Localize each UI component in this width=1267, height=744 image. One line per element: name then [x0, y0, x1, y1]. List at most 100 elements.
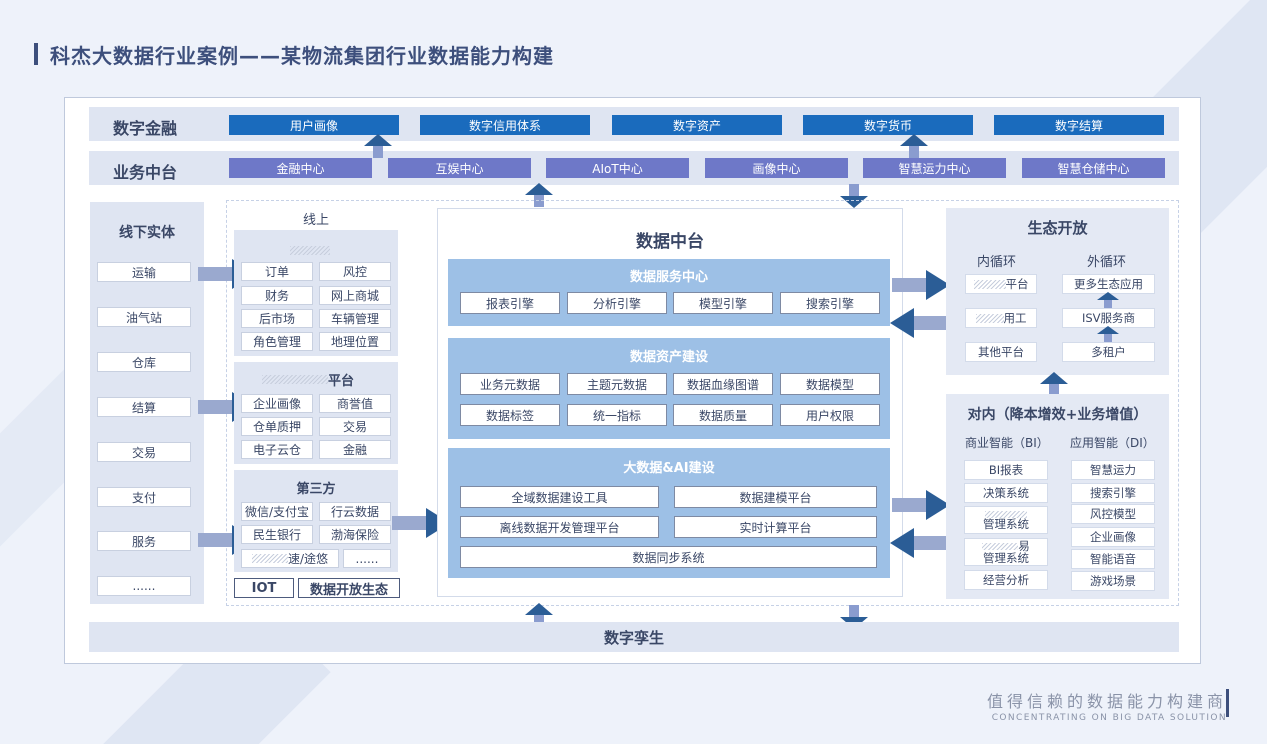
service-item: 分析引擎 — [567, 292, 667, 314]
offline-item: 运输 — [97, 262, 191, 282]
business-center-item: 智慧运力中心 — [863, 158, 1006, 178]
finance-item: 用户画像 — [229, 115, 399, 135]
finance-item: 数字信用体系 — [420, 115, 590, 135]
offline-item: 服务 — [97, 531, 191, 551]
platform-title-row: 平台 — [262, 370, 354, 389]
data-center-title: 数据中台 — [636, 232, 704, 252]
data-asset-section: 数据资产建设 业务元数据 主题元数据 数据血缘图谱 数据模型 数据标签 统一指标… — [448, 338, 890, 439]
business-center-item: 金融中心 — [229, 158, 372, 178]
footer-accent-bar — [1226, 689, 1229, 717]
platform-item: 企业画像 — [241, 394, 313, 413]
online-item: 订单 — [241, 262, 313, 281]
inner-loop-item: 用工 — [965, 308, 1037, 328]
offline-entities-panel: 线下实体 运输 油气站 仓库 结算 交易 支付 服务 ...... — [90, 202, 204, 604]
arrow-up-icon — [1097, 326, 1119, 342]
third-party-title: 第三方 — [296, 482, 336, 497]
online-item: 车辆管理 — [319, 309, 391, 328]
arrow-down-icon — [840, 184, 868, 208]
arrow-right-icon — [892, 490, 950, 520]
third-party-item: 民生银行 — [241, 525, 313, 544]
masked-text — [262, 375, 328, 384]
online-item: 地理位置 — [319, 332, 391, 351]
business-center-item: 互娱中心 — [388, 158, 531, 178]
offline-item: 结算 — [97, 397, 191, 417]
online-item: 风控 — [319, 262, 391, 281]
platform-item: 仓单质押 — [241, 417, 313, 436]
online-title: 线上 — [302, 213, 329, 228]
outer-loop-item: ISV服务商 — [1062, 308, 1155, 328]
finance-item: 数字资产 — [612, 115, 782, 135]
offline-item: 仓库 — [97, 352, 191, 372]
masked-text — [290, 240, 330, 259]
digital-twin-band: 数字孪生 — [89, 622, 1179, 652]
service-item: 模型引擎 — [673, 292, 773, 314]
arrow-right-icon — [892, 270, 950, 300]
bi-item: 易管理系统 — [964, 538, 1048, 566]
online-item: 角色管理 — [241, 332, 313, 351]
arrow-left-icon — [890, 308, 948, 338]
bi-label: 商业智能（BI） — [965, 436, 1049, 450]
bigdata-ai-title: 大数据&AI建设 — [623, 461, 715, 476]
bigdata-item: 数据建模平台 — [674, 486, 877, 508]
platform-item: 电子云仓 — [241, 440, 313, 459]
business-center-item: AIoT中心 — [546, 158, 689, 178]
di-item: 企业画像 — [1071, 527, 1155, 547]
finance-item: 数字结算 — [994, 115, 1164, 135]
masked-text — [251, 554, 288, 563]
arrow-up-icon — [1040, 372, 1068, 396]
digital-twin-label: 数字孪生 — [603, 628, 664, 647]
asset-item: 数据模型 — [780, 373, 880, 395]
di-item: 智慧运力 — [1071, 460, 1155, 480]
asset-item: 数据血缘图谱 — [673, 373, 773, 395]
footer-slogan-cn: 值得信赖的数据能力构建商 — [986, 692, 1227, 711]
arrow-up-icon — [1097, 292, 1119, 308]
arrow-up-icon — [900, 134, 928, 158]
outer-loop-label: 外循环 — [1087, 255, 1127, 270]
bigdata-item: 离线数据开发管理平台 — [460, 516, 659, 538]
masked-text — [975, 313, 1004, 323]
bi-item: 决策系统 — [964, 483, 1048, 503]
bi-item: 经营分析 — [964, 570, 1048, 590]
asset-item: 主题元数据 — [567, 373, 667, 395]
business-center-item: 画像中心 — [705, 158, 848, 178]
platform-item: 金融 — [319, 440, 391, 459]
outer-loop-item: 多租户 — [1062, 342, 1155, 362]
footer-slogan: 值得信赖的数据能力构建商 CONCENTRATING ON BIG DATA S… — [987, 688, 1227, 723]
outer-loop-item: 更多生态应用 — [1062, 274, 1155, 294]
di-item: 搜索引擎 — [1071, 483, 1155, 503]
offline-item: 支付 — [97, 487, 191, 507]
data-asset-title: 数据资产建设 — [629, 350, 708, 365]
bi-item: 管理系统 — [964, 506, 1048, 534]
online-item: 财务 — [241, 286, 313, 305]
asset-item: 数据质量 — [673, 404, 773, 426]
bi-item: BI报表 — [964, 460, 1048, 480]
di-item: 风控模型 — [1071, 504, 1155, 524]
masked-text — [973, 279, 1006, 289]
digital-finance-label: 数字金融 — [113, 119, 178, 138]
asset-item: 数据标签 — [460, 404, 560, 426]
bigdata-item: 数据同步系统 — [460, 546, 877, 568]
online-item: 网上商城 — [319, 286, 391, 305]
platform-item: 交易 — [319, 417, 391, 436]
footer-tagline-en: CONCENTRATING ON BIG DATA SOLUTION — [991, 713, 1227, 723]
business-center-item: 智慧仓储中心 — [1022, 158, 1165, 178]
offline-item: 油气站 — [97, 307, 191, 327]
arrow-up-icon — [525, 603, 553, 627]
ecosystem-title: 生态开放 — [1027, 219, 1088, 237]
service-item: 报表引擎 — [460, 292, 560, 314]
di-item: 游戏场景 — [1071, 571, 1155, 591]
inner-loop-item: 其他平台 — [965, 342, 1037, 362]
service-item: 搜索引擎 — [780, 292, 880, 314]
third-party-item: 行云数据 — [319, 502, 391, 521]
offline-item: ...... — [97, 576, 191, 596]
third-party-item: ...... — [343, 549, 391, 568]
di-label: 应用智能（DI） — [1070, 436, 1155, 450]
offline-title: 线下实体 — [119, 225, 175, 241]
asset-item: 业务元数据 — [460, 373, 560, 395]
bigdata-item: 实时计算平台 — [674, 516, 877, 538]
data-service-section: 数据服务中心 报表引擎 分析引擎 模型引擎 搜索引擎 — [448, 259, 890, 326]
data-center-panel: 数据中台 数据服务中心 报表引擎 分析引擎 模型引擎 搜索引擎 数据资产建设 业… — [437, 208, 903, 597]
arrow-up-icon — [364, 134, 392, 158]
data-service-title: 数据服务中心 — [629, 270, 708, 285]
asset-item: 统一指标 — [567, 404, 667, 426]
